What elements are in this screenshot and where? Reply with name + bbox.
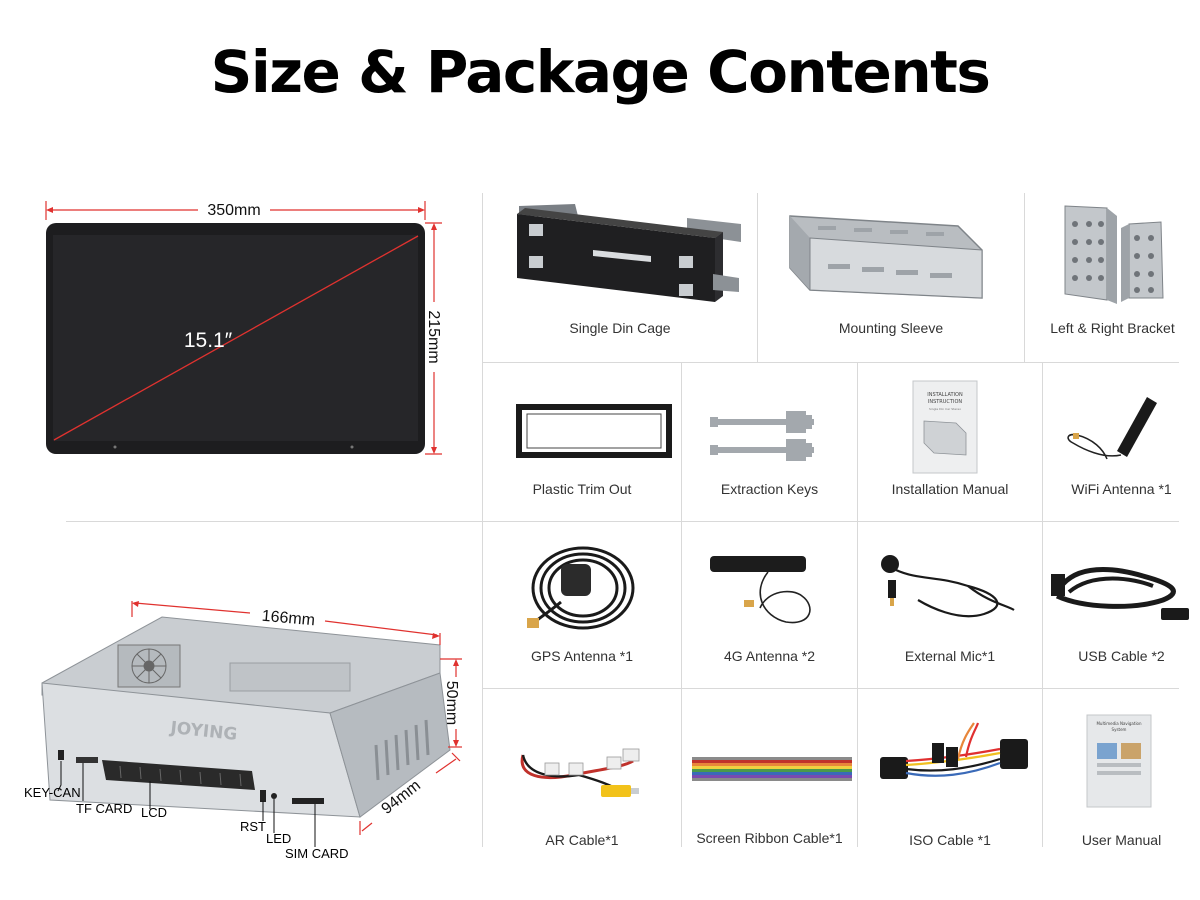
- divider-vertical: [482, 193, 483, 847]
- gps-antenna-icon: [527, 546, 635, 630]
- item-label: Extraction Keys: [720, 481, 819, 497]
- item-usb-cable: USB Cable *2: [1043, 522, 1200, 688]
- port-label-key-can: KEY-CAN: [24, 785, 81, 800]
- port-label-led: LED: [266, 831, 292, 846]
- item-left-right-bracket: Left & Right Bracket: [1025, 194, 1200, 362]
- item-label: Screen Ribbon Cable*1: [696, 830, 843, 846]
- microphone-icon: [881, 555, 1015, 618]
- item-label: ISO Cable *1: [909, 832, 991, 848]
- item-extraction-keys: Extraction Keys: [682, 363, 857, 521]
- item-label: AR Cable*1: [545, 832, 619, 848]
- divider-left-horizontal: [66, 521, 482, 522]
- item-screen-ribbon-cable: Screen Ribbon Cable*1: [682, 689, 857, 847]
- diagonal-line: [53, 235, 419, 441]
- item-mounting-sleeve: Mounting Sleeve: [758, 194, 1024, 362]
- screen-height: 215mm: [425, 310, 442, 363]
- item-installation-manual: INSTALLATION INSTRUCTION Single Din Car …: [858, 363, 1042, 521]
- port-label-tf-card: TF CARD: [76, 801, 133, 816]
- item-label: Plastic Trim Out: [532, 481, 632, 497]
- item-wifi-antenna: WiFi Antenna *1: [1043, 363, 1200, 521]
- item-label: User Manual: [1081, 832, 1162, 848]
- item-gps-antenna: GPS Antenna *1: [483, 522, 681, 688]
- fan-icon: [131, 648, 167, 684]
- item-label: Mounting Sleeve: [838, 320, 944, 336]
- usb-cable-icon: [1051, 567, 1189, 620]
- trim-frame-icon: [516, 404, 672, 458]
- item-plastic-trim-out: Plastic Trim Out: [483, 363, 681, 521]
- extraction-keys-icon: [710, 411, 814, 461]
- port-label-lcd: LCD: [141, 805, 168, 820]
- item-label: USB Cable *2: [1078, 648, 1165, 664]
- page-title: Size & Package Contents: [210, 38, 991, 106]
- item-user-manual: Multimedia Navigation System User Manual: [1043, 689, 1200, 848]
- item-label: External Mic*1: [904, 648, 996, 664]
- mounting-sleeve-icon: [789, 215, 983, 299]
- svg-text:System: System: [1112, 727, 1127, 732]
- item-single-din-cage: Single Din Cage: [483, 194, 757, 362]
- item-4g-antenna: 4G Antenna *2: [682, 522, 857, 688]
- svg-text:INSTALLATION: INSTALLATION: [927, 392, 963, 398]
- port-label-sim-card: SIM CARD: [285, 846, 349, 861]
- item-label: Single Din Cage: [569, 320, 671, 336]
- unit-length: 166mm: [261, 608, 316, 630]
- item-label: 4G Antenna *2: [723, 648, 816, 664]
- port-label-rst: RST: [240, 819, 266, 834]
- divider-r2-b: [857, 362, 858, 847]
- user-manual-icon: Multimedia Navigation System: [1086, 714, 1152, 808]
- ribbon-cable-icon: [692, 757, 852, 781]
- 4g-antenna-icon: [710, 556, 811, 624]
- unit-height: 50mm: [443, 681, 460, 725]
- wifi-antenna-icon: [1067, 397, 1157, 460]
- iso-cable-icon: [880, 722, 1028, 779]
- divider-row-2: [482, 521, 1179, 522]
- screen-diagonal: 15.1″: [184, 329, 233, 352]
- divider-r2-c: [1042, 362, 1043, 847]
- divider-row-3: [482, 688, 1179, 689]
- divider-r2-a: [681, 362, 682, 847]
- item-label: GPS Antenna *1: [531, 648, 633, 664]
- manual-icon: INSTALLATION INSTRUCTION Single Din Car …: [912, 380, 978, 474]
- head-unit-diagram: JOYING 166mm 50mm 94mm: [41, 601, 462, 847]
- single-din-cage-icon: [517, 204, 741, 302]
- svg-text:Single Din Car Stereo: Single Din Car Stereo: [929, 407, 961, 411]
- svg-text:Multimedia Navigation: Multimedia Navigation: [1096, 721, 1142, 726]
- divider-r1-b: [1024, 193, 1025, 362]
- bracket-icon: [1064, 205, 1164, 304]
- svg-text:INSTRUCTION: INSTRUCTION: [928, 399, 963, 405]
- item-label: Installation Manual: [891, 481, 1009, 497]
- item-label: Left & Right Bracket: [1050, 320, 1175, 336]
- screen-width: 350mm: [207, 202, 260, 219]
- item-ar-cable: AR Cable*1: [483, 689, 681, 848]
- ar-cable-icon: [520, 748, 640, 797]
- item-iso-cable: ISO Cable *1: [858, 689, 1042, 848]
- screen-dimension-diagram: 15.1″ 350mm 215mm: [45, 201, 442, 455]
- item-external-mic: External Mic*1: [858, 522, 1042, 688]
- item-label: WiFi Antenna *1: [1071, 481, 1172, 497]
- divider-row-1: [482, 362, 1179, 363]
- divider-r1-a: [757, 193, 758, 362]
